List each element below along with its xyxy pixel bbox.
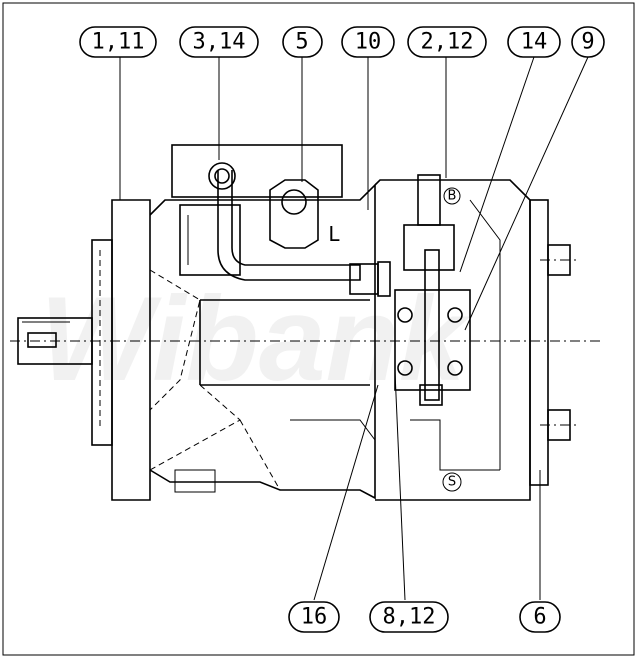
end-housing: B S xyxy=(374,179,580,501)
port-l-fitting: L xyxy=(269,179,340,249)
callout-5: 5 xyxy=(282,26,323,58)
callout-9: 9 xyxy=(571,26,605,58)
port-mark-b: B xyxy=(448,189,457,204)
svg-text:8,12: 8,12 xyxy=(383,605,436,630)
watermark: Wibank xyxy=(40,272,471,406)
callout-1-11: 1,11 xyxy=(79,26,157,58)
svg-text:9: 9 xyxy=(581,30,594,55)
svg-text:2,12: 2,12 xyxy=(421,30,474,55)
svg-text:5: 5 xyxy=(295,30,308,55)
end-plate xyxy=(529,199,549,486)
leader-lines xyxy=(119,56,589,601)
port-mark-l: L xyxy=(328,222,340,246)
callout-14: 14 xyxy=(507,26,561,58)
pressure-valve xyxy=(394,174,471,406)
control-block xyxy=(171,144,361,281)
callout-6: 6 xyxy=(519,601,561,633)
pipe xyxy=(217,170,361,281)
callout-2-12: 2,12 xyxy=(407,26,487,58)
svg-text:1,11: 1,11 xyxy=(92,30,145,55)
svg-text:10: 10 xyxy=(355,30,382,55)
port-mark-s: S xyxy=(448,475,456,490)
svg-text:14: 14 xyxy=(521,30,548,55)
svg-text:16: 16 xyxy=(301,605,328,630)
callout-3-14: 3,14 xyxy=(179,26,259,58)
fitting-nut xyxy=(349,261,391,297)
callout-8-12: 8,12 xyxy=(369,601,449,633)
pump-body xyxy=(149,183,376,500)
callout-16: 16 xyxy=(288,601,340,633)
svg-text:3,14: 3,14 xyxy=(193,30,246,55)
callout-10: 10 xyxy=(341,26,395,58)
mounting-flange xyxy=(91,199,151,501)
svg-text:6: 6 xyxy=(533,605,546,630)
